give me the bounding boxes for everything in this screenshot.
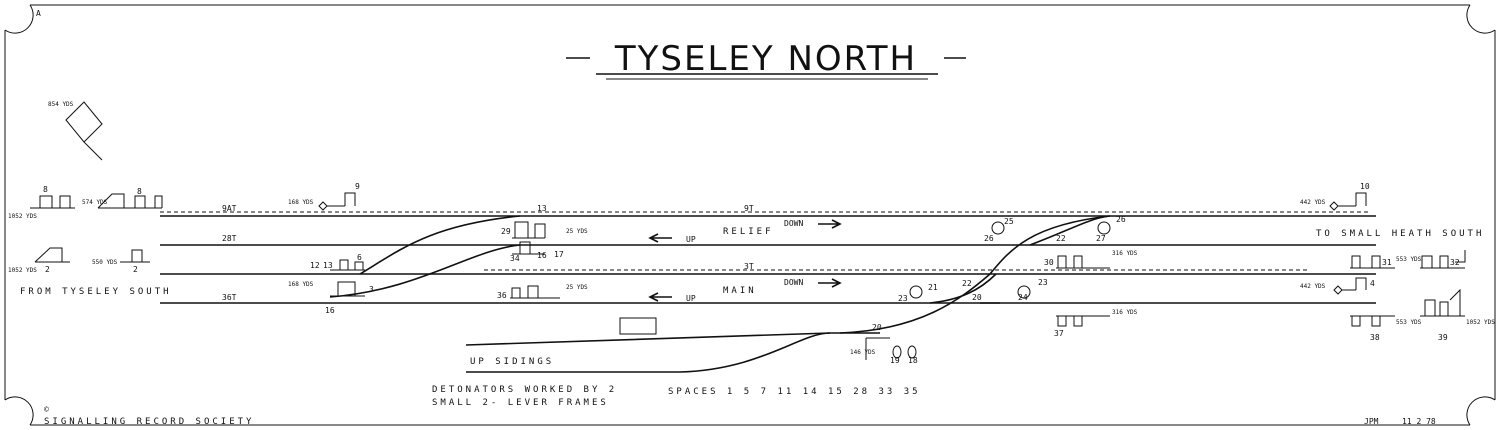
lever-number: 9 [355,182,360,191]
distance-label: 168 YDS [288,199,314,206]
lever-number: 16 [325,306,335,315]
lever-number: 29 [501,227,511,236]
lever-number: 34 [510,254,520,263]
lever-number: 30 [1044,258,1054,267]
lever-number: 25 [1004,217,1014,226]
drawer-initials: JPM [1364,417,1379,426]
copyright-symbol: © [44,405,49,414]
lever-number: 24 [1018,293,1028,302]
lever-number: 16 [537,251,547,260]
lever-number: 37 [1054,329,1064,338]
lever-number: 4 [1370,279,1375,288]
crossovers [329,215,1111,334]
title-block: TYSELEY NORTH [566,39,966,80]
lever-number: 26 [1116,215,1126,224]
lever-number: 22 [1056,234,1066,243]
lever-number: 39 [1438,333,1448,342]
distance-label: 550 YDS [92,259,118,266]
lever-number: 2 [45,265,50,274]
lever-number: 6 [357,253,362,262]
lever-number: 32 [1450,258,1460,267]
lever-number: 38 [1370,333,1380,342]
lever-number: 22 [962,279,972,288]
distance-label: 146 YDS [850,349,876,356]
distance-label: 574 YDS [82,199,108,206]
distance-label: 854 YDS [48,101,74,108]
from-label: FROM TYSELEY SOUTH [20,287,172,297]
detonators-note: DETONATORS WORKED BY 2 [432,385,617,395]
track-circuit-label: 36T [222,293,237,302]
lever-number: 2 [133,265,138,274]
lever-number: 8 [137,187,142,196]
to-label: TO SMALL HEATH SOUTH [1316,229,1484,239]
distance-label: 553 YDS [1396,319,1422,326]
lever-number: 20 [972,293,982,302]
lever-number: 17 [554,250,564,259]
spaces-note: SPACES 1 5 7 11 14 15 28 33 35 [668,387,921,397]
main-label: MAIN [723,286,757,296]
track-circuit-label: 9T [744,204,754,213]
lever-number: 13 [323,261,333,270]
direction-arrows [648,219,842,302]
lever-number: 27 [1096,234,1106,243]
lever-number: 23 [898,294,908,303]
signals [30,101,1466,360]
distance-label: 442 YDS [1300,199,1326,206]
distance-label: 553 YDS [1396,256,1422,263]
lever-number: 20 [872,323,882,332]
up-label: UP [686,294,696,303]
lever-numbers: 8 8 9 10 2 2 12 13 6 3 16 13 29 34 16 17… [43,182,1460,365]
distance-labels: 854 YDS 1052 YDS 574 YDS 168 YDS 1052 YD… [8,101,1495,356]
lever-number: 10 [1360,182,1370,191]
lever-number: 31 [1382,258,1392,267]
distance-label: 316 YDS [1112,309,1138,316]
distance-label: 1052 YDS [1466,319,1495,326]
page-title: TYSELEY NORTH [614,39,917,79]
drawing-date: 11 2 78 [1402,417,1436,426]
relief-label: RELIEF [723,227,774,237]
distance-label: 25 YDS [566,228,588,235]
sheet-letter: A [36,9,41,18]
lever-number: 21 [928,283,938,292]
distance-label: 1052 YDS [8,213,37,220]
lever-number: 26 [984,234,994,243]
detonators-note: SMALL 2- LEVER FRAMES [432,398,609,408]
up-label: UP [686,235,696,244]
arrow-right-icon [818,219,842,229]
lever-number: 12 [310,261,320,270]
lever-number: 13 [537,204,547,213]
distance-label: 316 YDS [1112,250,1138,257]
arrow-right-icon [818,278,842,288]
lever-number: 8 [43,185,48,194]
down-label: DOWN [784,278,803,287]
lever-number: 18 [908,356,918,365]
running-lines [160,211,1376,373]
down-label: DOWN [784,219,803,228]
arrow-left-icon [648,292,672,302]
arrow-left-icon [648,233,672,243]
track-circuit-label: 9AT [222,204,237,213]
distance-label: 442 YDS [1300,283,1326,290]
distance-label: 1052 YDS [8,267,37,274]
up-sidings-label: UP SIDINGS [470,357,554,367]
track-circuit-label: 3T [744,262,754,271]
lever-number: 23 [1038,278,1048,287]
lever-number: 3 [369,285,374,294]
distance-label: 25 YDS [566,284,588,291]
track-circuit-label: 28T [222,234,237,243]
distance-label: 168 YDS [288,281,314,288]
society-label: SIGNALLING RECORD SOCIETY [44,417,254,427]
lever-number: 19 [890,356,900,365]
lever-number: 36 [497,291,507,300]
diagram-border [4,4,1496,426]
